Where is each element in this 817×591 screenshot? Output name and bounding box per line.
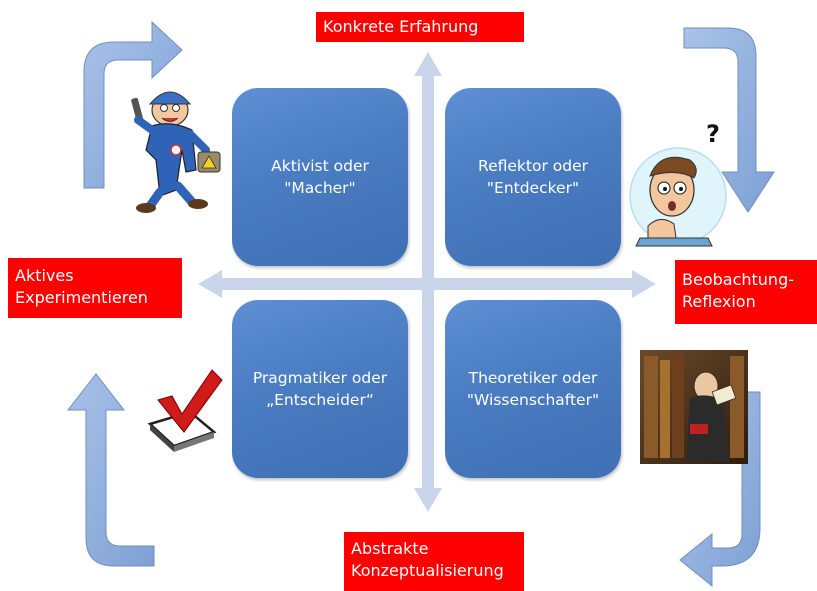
- pole-aktives-experimentieren: Aktives Experimentieren: [8, 258, 182, 318]
- pole-left-line-1: Aktives: [15, 266, 74, 285]
- quadrant-pragmatiker: Pragmatiker oder „Entscheider“: [232, 300, 408, 478]
- cycle-arrow-bottom-left: [66, 373, 155, 567]
- checkmark-icon: [147, 369, 223, 452]
- quadrant-theoretiker-line-1: Theoretiker oder: [468, 369, 598, 387]
- pole-bottom-line-2: Konzeptualisierung: [351, 561, 504, 580]
- thinker-icon: ?: [629, 120, 727, 247]
- pole-right-line-2: Reflexion: [682, 292, 756, 311]
- cycle-arrow-bottom-right: [679, 391, 761, 588]
- quadrant-theoretiker-line-2: "Wissenschafter": [466, 391, 600, 409]
- quadrant-reflektor: Reflektor oder "Entdecker": [445, 88, 621, 266]
- pole-beobachtung-reflexion: Beobachtung- Reflexion: [675, 260, 817, 324]
- quadrant-theoretiker: Theoretiker oder "Wissenschafter": [445, 300, 621, 478]
- pole-abstrakte-konzeptualisierung: Abstrakte Konzeptualisierung: [344, 532, 524, 591]
- scholar-icon: [640, 350, 748, 464]
- quadrant-reflektor-line-1: Reflektor oder: [478, 157, 588, 175]
- horizontal-axis: [198, 270, 656, 298]
- quadrant-reflektor-line-2: "Entdecker": [486, 179, 580, 197]
- cycle-arrow-top-right: [683, 27, 775, 213]
- quadrant-aktivist-line-2: "Macher": [284, 179, 356, 197]
- svg-text:?: ?: [706, 120, 720, 148]
- pole-konkrete-erfahrung: Konkrete Erfahrung: [316, 12, 524, 42]
- quadrant-aktivist-line-1: Aktivist oder: [271, 157, 369, 175]
- pole-top-label: Konkrete Erfahrung: [323, 17, 479, 36]
- quadrant-pragmatiker-line-2: „Entscheider“: [266, 391, 374, 409]
- pole-bottom-line-1: Abstrakte: [351, 539, 429, 558]
- quadrant-aktivist: Aktivist oder "Macher": [232, 88, 408, 266]
- pole-left-line-2: Experimentieren: [15, 288, 148, 307]
- cycle-arrow-top-left: [83, 20, 183, 189]
- worker-icon: [131, 91, 221, 213]
- pole-right-line-1: Beobachtung-: [682, 270, 794, 289]
- quadrant-pragmatiker-line-1: Pragmatiker oder: [252, 369, 388, 387]
